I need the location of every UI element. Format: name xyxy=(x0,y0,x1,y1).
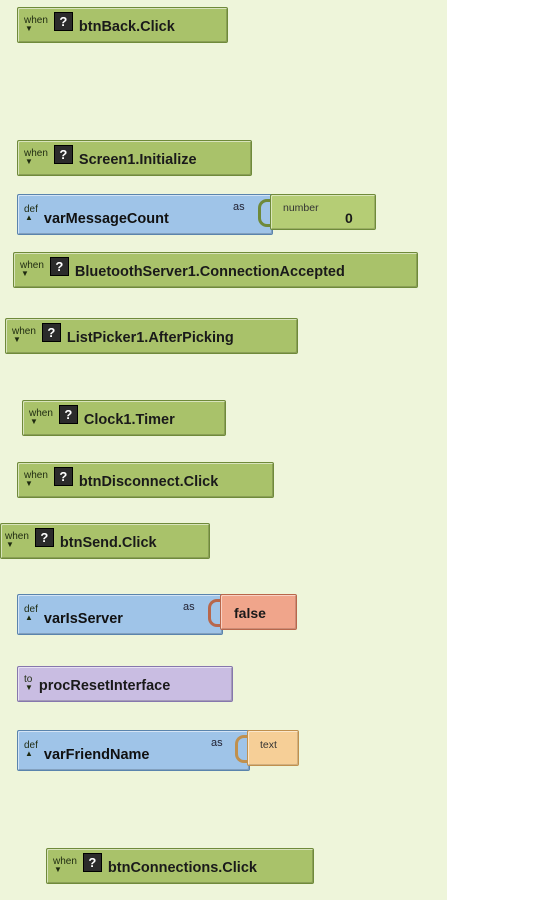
text-block[interactable]: text xyxy=(247,730,299,766)
dropdown-arrow-icon[interactable]: ▼ xyxy=(6,539,14,549)
event-block-btnsend-click[interactable]: when▼ ? btnSend.Click xyxy=(0,523,210,559)
def-keyword: def▲ xyxy=(24,204,38,222)
event-block-btndisconnect-click[interactable]: when▼ ? btnDisconnect.Click xyxy=(17,462,274,498)
when-keyword: when▼ xyxy=(24,469,48,488)
when-keyword: when▼ xyxy=(24,147,48,166)
dropdown-arrow-icon[interactable]: ▼ xyxy=(25,682,33,692)
help-icon[interactable]: ? xyxy=(53,11,73,31)
event-label: Clock1.Timer xyxy=(83,412,175,428)
event-label: btnBack.Click xyxy=(78,19,175,35)
as-keyword: as xyxy=(183,601,195,613)
when-keyword: when▼ xyxy=(29,407,53,426)
variable-name: varFriendName xyxy=(43,746,150,763)
def-block-varfriendname[interactable]: def▲ varFriendName as xyxy=(17,730,250,771)
when-keyword: when▼ xyxy=(12,325,36,344)
event-label: btnConnections.Click xyxy=(107,860,257,876)
dropdown-arrow-icon[interactable]: ▼ xyxy=(25,478,33,488)
socket-connector-icon xyxy=(208,599,220,627)
def-block-varisserver[interactable]: def▲ varIsServer as xyxy=(17,594,223,635)
dropdown-arrow-icon[interactable]: ▼ xyxy=(25,23,33,33)
as-keyword: as xyxy=(211,737,223,749)
dropdown-arrow-icon[interactable]: ▼ xyxy=(54,864,62,874)
dropdown-arrow-icon[interactable]: ▼ xyxy=(21,268,29,278)
def-keyword: def▲ xyxy=(24,740,38,758)
def-block-varmessagecount[interactable]: def▲ varMessageCount as xyxy=(17,194,273,235)
event-label: btnSend.Click xyxy=(59,535,157,551)
dropdown-arrow-icon[interactable]: ▼ xyxy=(13,334,21,344)
dropdown-arrow-icon[interactable]: ▼ xyxy=(30,416,38,426)
collapse-arrow-icon[interactable]: ▲ xyxy=(25,213,33,222)
dropdown-arrow-icon[interactable]: ▼ xyxy=(25,156,33,166)
help-icon[interactable]: ? xyxy=(34,527,54,547)
event-block-btnback-click[interactable]: when▼ ? btnBack.Click xyxy=(17,7,228,43)
number-type-label: number xyxy=(283,202,319,214)
boolean-block[interactable]: false xyxy=(220,594,297,630)
socket-connector-icon xyxy=(235,735,247,763)
procedure-name: procResetInterface xyxy=(38,678,171,694)
event-label: Screen1.Initialize xyxy=(78,152,197,168)
event-block-btnconnections-click[interactable]: when▼ ? btnConnections.Click xyxy=(46,848,314,884)
event-label: btnDisconnect.Click xyxy=(78,474,219,490)
help-icon[interactable]: ? xyxy=(41,322,61,342)
def-keyword: def▲ xyxy=(24,604,38,622)
blocks-workspace[interactable]: when▼ ? btnBack.Click when▼ ? Screen1.In… xyxy=(0,0,447,900)
event-block-clock-timer[interactable]: when▼ ? Clock1.Timer xyxy=(22,400,226,436)
help-icon[interactable]: ? xyxy=(82,852,102,872)
socket-connector-icon xyxy=(258,199,270,227)
help-icon[interactable]: ? xyxy=(53,144,73,164)
help-icon[interactable]: ? xyxy=(49,256,69,276)
number-block[interactable]: number 0 xyxy=(270,194,376,230)
as-keyword: as xyxy=(233,201,245,213)
help-icon[interactable]: ? xyxy=(53,466,73,486)
number-value[interactable]: 0 xyxy=(345,210,353,226)
when-keyword: when▼ xyxy=(20,259,44,278)
event-label: BluetoothServer1.ConnectionAccepted xyxy=(74,264,345,280)
event-block-screen1-initialize[interactable]: when▼ ? Screen1.Initialize xyxy=(17,140,252,176)
variable-name: varIsServer xyxy=(43,610,123,627)
when-keyword: when▼ xyxy=(24,14,48,33)
collapse-arrow-icon[interactable]: ▲ xyxy=(25,613,33,622)
event-block-listpicker-afterpicking[interactable]: when▼ ? ListPicker1.AfterPicking xyxy=(5,318,298,354)
when-keyword: when▼ xyxy=(5,530,29,549)
text-type-label: text xyxy=(260,739,277,751)
to-keyword: to▼ xyxy=(24,673,33,692)
event-label: ListPicker1.AfterPicking xyxy=(66,330,234,346)
collapse-arrow-icon[interactable]: ▲ xyxy=(25,749,33,758)
boolean-value[interactable]: false xyxy=(234,605,266,621)
procedure-block-procresetinterface[interactable]: to▼ procResetInterface xyxy=(17,666,233,702)
variable-name: varMessageCount xyxy=(43,210,169,227)
when-keyword: when▼ xyxy=(53,855,77,874)
event-block-bluetoothserver-connectionaccepted[interactable]: when▼ ? BluetoothServer1.ConnectionAccep… xyxy=(13,252,418,288)
help-icon[interactable]: ? xyxy=(58,404,78,424)
